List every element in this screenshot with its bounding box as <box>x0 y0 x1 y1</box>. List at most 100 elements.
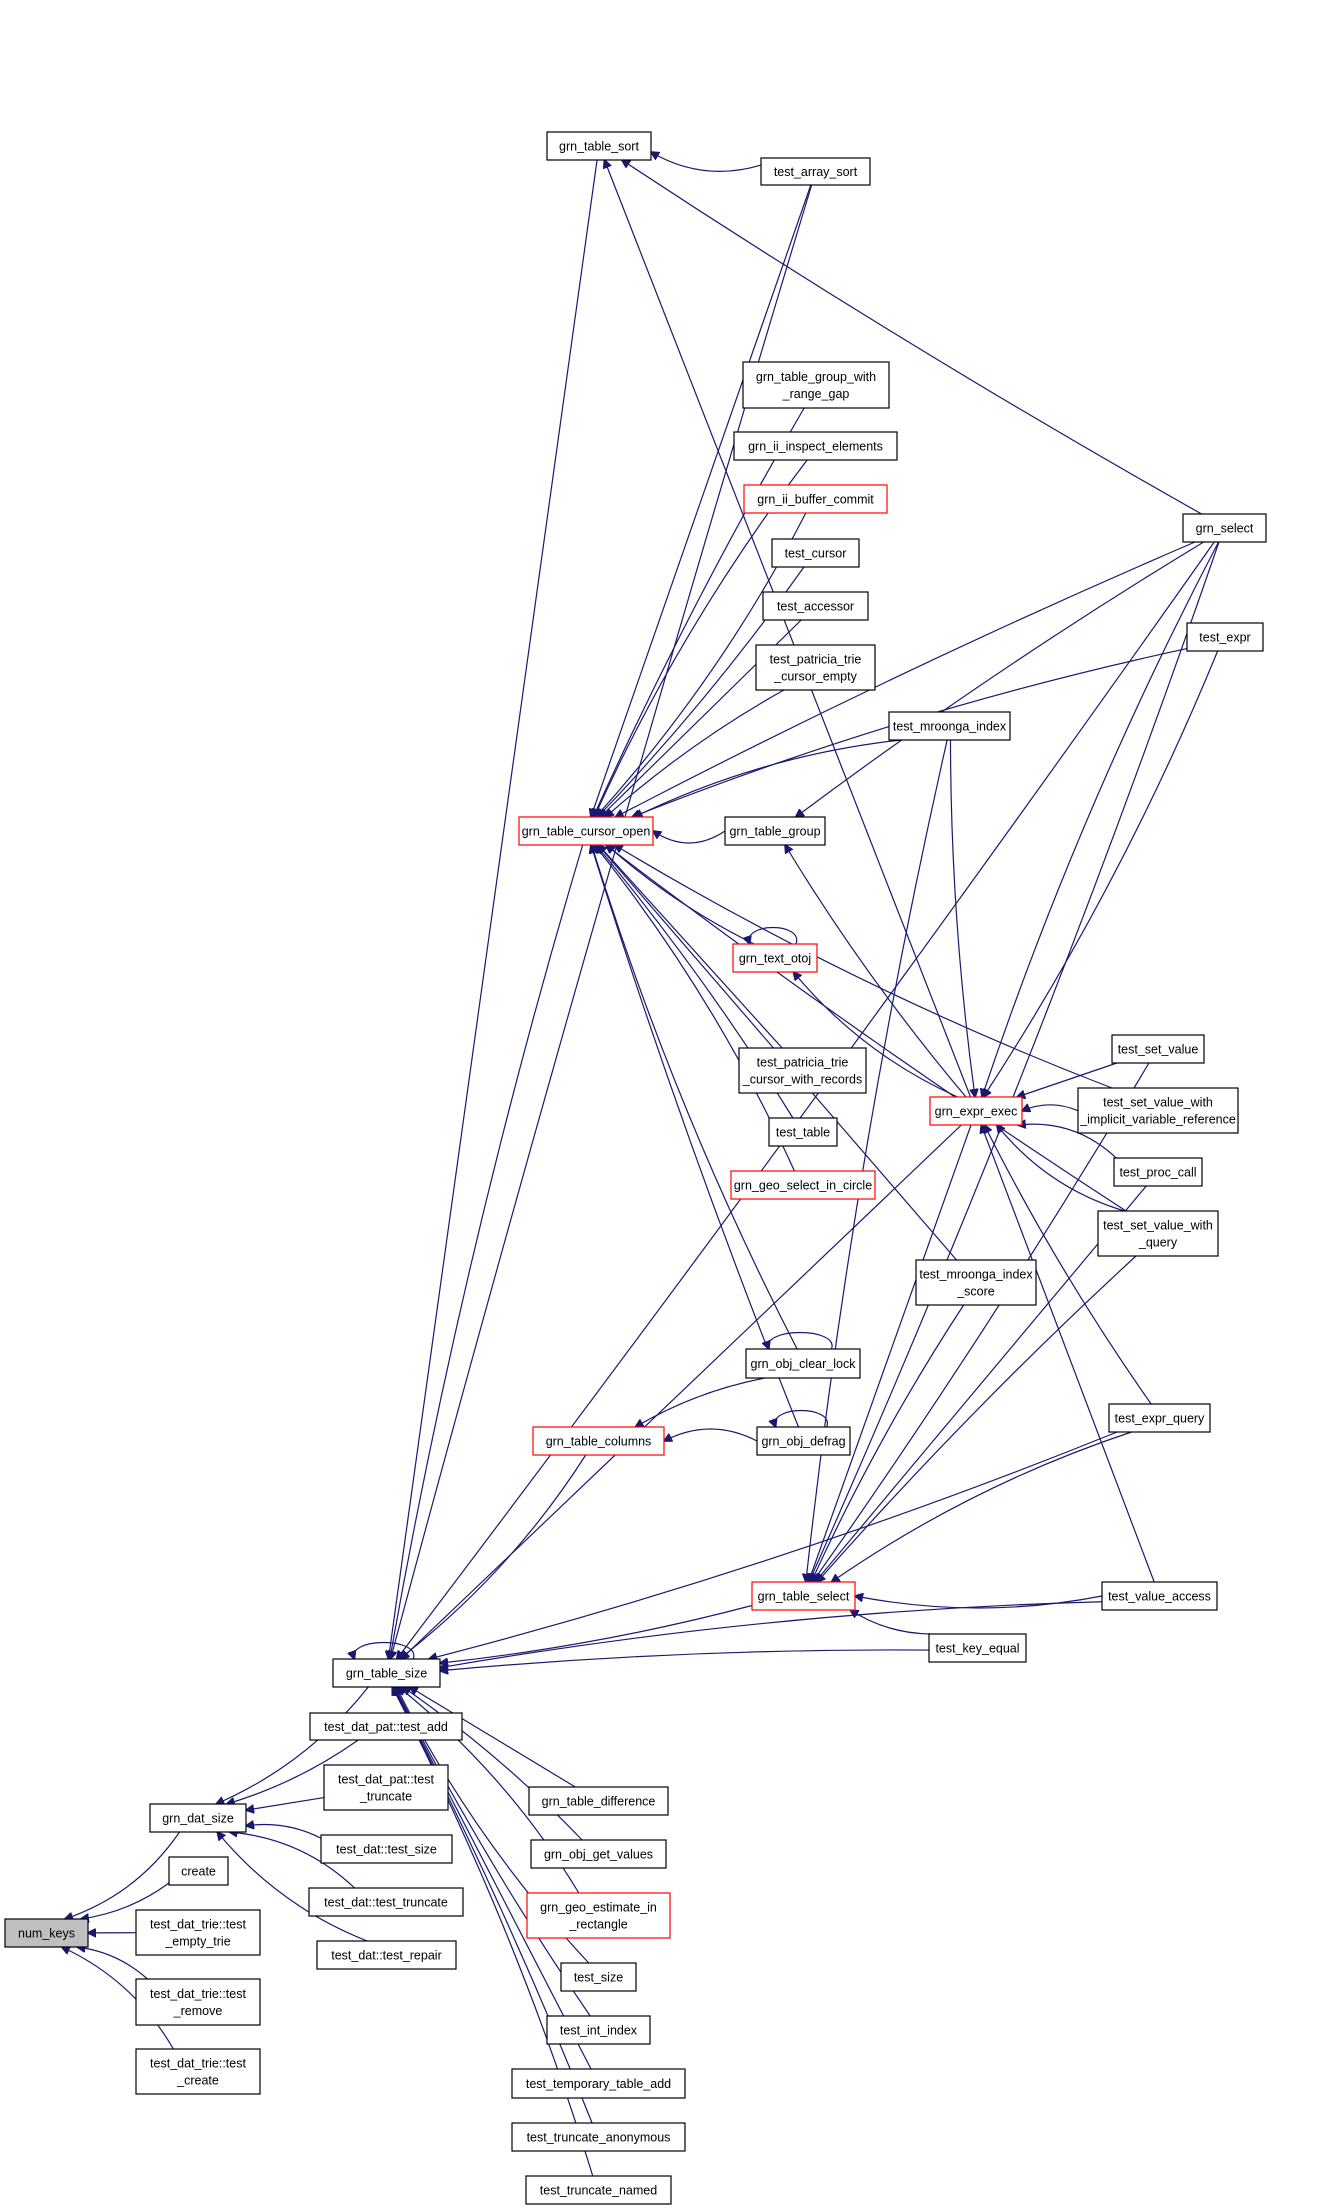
node-test-size[interactable]: test_size <box>560 1962 637 1992</box>
node-test-truncate-named[interactable]: test_truncate_named <box>525 2175 672 2205</box>
node-box[interactable] <box>530 1839 667 1869</box>
node-grn-dat-size[interactable]: grn_dat_size <box>149 1803 247 1833</box>
node-test-set-value-with-implicit[interactable]: test_set_value_with_implicit_variable_re… <box>1077 1087 1239 1134</box>
node-test-dat-pat-truncate[interactable]: test_dat_pat::test_truncate <box>323 1764 449 1811</box>
node-box[interactable] <box>332 1658 441 1688</box>
node-box[interactable] <box>135 1978 261 2026</box>
node-box[interactable] <box>135 2048 261 2095</box>
node-box[interactable] <box>768 1117 838 1147</box>
node-box[interactable] <box>888 711 1011 741</box>
node-grn-table-group[interactable]: grn_table_group <box>724 816 826 846</box>
node-box[interactable] <box>308 1887 464 1917</box>
node-box[interactable] <box>929 1096 1023 1126</box>
node-test-set-value[interactable]: test_set_value <box>1111 1034 1205 1064</box>
node-box[interactable] <box>1101 1581 1218 1611</box>
node-box[interactable] <box>1097 1210 1219 1257</box>
node-test-temporary-table-add[interactable]: test_temporary_table_add <box>511 2068 686 2099</box>
node-box[interactable] <box>771 538 860 568</box>
node-box[interactable] <box>1108 1403 1211 1433</box>
node-box[interactable] <box>742 361 890 409</box>
node-box[interactable] <box>743 484 888 514</box>
node-box[interactable] <box>149 1803 247 1833</box>
node-box[interactable] <box>1186 622 1264 652</box>
node-test-mroonga-index-score[interactable]: test_mroonga_index_score <box>915 1259 1037 1306</box>
node-box[interactable] <box>309 1712 463 1741</box>
node-box[interactable] <box>168 1856 229 1886</box>
node-box[interactable] <box>915 1259 1037 1306</box>
node-test-key-equal[interactable]: test_key_equal <box>928 1633 1027 1663</box>
node-test-dat-trie-remove[interactable]: test_dat_trie::test_remove <box>135 1978 261 2026</box>
node-test-mroonga-index[interactable]: test_mroonga_index <box>888 711 1011 741</box>
node-grn-table-sort[interactable]: grn_table_sort <box>546 131 652 161</box>
node-grn-text-otoj[interactable]: grn_text_otoj <box>732 943 818 973</box>
node-box[interactable] <box>1182 513 1267 543</box>
node-box[interactable] <box>724 816 826 846</box>
node-box[interactable] <box>546 2015 651 2045</box>
node-test-patricia-trie-cursor-empty[interactable]: test_patricia_trie_cursor_empty <box>755 644 876 691</box>
node-grn-ii-inspect-elements[interactable]: grn_ii_inspect_elements <box>733 431 898 461</box>
node-test-value-access[interactable]: test_value_access <box>1101 1581 1218 1611</box>
node-box[interactable] <box>526 1892 671 1939</box>
node-grn-obj-clear-lock[interactable]: grn_obj_clear_lock <box>745 1348 861 1379</box>
node-grn-expr-exec[interactable]: grn_expr_exec <box>929 1096 1023 1126</box>
node-grn-geo-estimate-in-rectangle[interactable]: grn_geo_estimate_in_rectangle <box>526 1892 671 1939</box>
node-box[interactable] <box>762 591 869 621</box>
node-box[interactable] <box>1113 1157 1203 1187</box>
node-test-expr-query[interactable]: test_expr_query <box>1108 1403 1211 1433</box>
node-test-int-index[interactable]: test_int_index <box>546 2015 651 2045</box>
node-box[interactable] <box>751 1581 856 1611</box>
node-grn-table-group-with-range-gap[interactable]: grn_table_group_with_range_gap <box>742 361 890 409</box>
node-test-proc-call[interactable]: test_proc_call <box>1113 1157 1203 1187</box>
node-test-dat-repair[interactable]: test_dat::test_repair <box>316 1940 457 1970</box>
node-box[interactable] <box>760 157 871 186</box>
node-box[interactable] <box>528 1786 669 1816</box>
node-box[interactable] <box>511 2068 686 2099</box>
node-box[interactable] <box>323 1764 449 1811</box>
node-grn-table-size[interactable]: grn_table_size <box>332 1658 441 1688</box>
node-num-keys[interactable]: num_keys <box>4 1918 89 1948</box>
node-grn-obj-defrag[interactable]: grn_obj_defrag <box>756 1426 851 1456</box>
node-box[interactable] <box>755 644 876 691</box>
node-test-dat-trie-empty[interactable]: test_dat_trie::test_empty_trie <box>135 1909 261 1956</box>
node-box[interactable] <box>745 1348 861 1379</box>
node-box[interactable] <box>730 1170 876 1200</box>
node-test-expr[interactable]: test_expr <box>1186 622 1264 652</box>
node-grn-obj-get-values[interactable]: grn_obj_get_values <box>530 1839 667 1869</box>
node-grn-ii-buffer-commit[interactable]: grn_ii_buffer_commit <box>743 484 888 514</box>
node-box[interactable] <box>733 431 898 461</box>
node-box[interactable] <box>738 1047 867 1094</box>
node-box[interactable] <box>1077 1087 1239 1134</box>
node-box[interactable] <box>525 2175 672 2205</box>
node-box[interactable] <box>4 1918 89 1948</box>
node-box[interactable] <box>560 1962 637 1992</box>
node-box[interactable] <box>532 1426 665 1456</box>
node-grn-select[interactable]: grn_select <box>1182 513 1267 543</box>
node-test-dat-truncate[interactable]: test_dat::test_truncate <box>308 1887 464 1917</box>
node-box[interactable] <box>546 131 652 161</box>
node-test-accessor[interactable]: test_accessor <box>762 591 869 621</box>
node-box[interactable] <box>320 1834 453 1864</box>
node-test-array-sort[interactable]: test_array_sort <box>760 157 871 186</box>
node-box[interactable] <box>518 816 654 846</box>
node-box[interactable] <box>756 1426 851 1456</box>
node-box[interactable] <box>511 2122 686 2152</box>
node-test-dat-pat-add[interactable]: test_dat_pat::test_add <box>309 1712 463 1741</box>
node-box[interactable] <box>1111 1034 1205 1064</box>
node-test-table[interactable]: test_table <box>768 1117 838 1147</box>
node-test-set-value-with-query[interactable]: test_set_value_with_query <box>1097 1210 1219 1257</box>
node-create[interactable]: create <box>168 1856 229 1886</box>
node-grn-table-columns[interactable]: grn_table_columns <box>532 1426 665 1456</box>
node-test-cursor[interactable]: test_cursor <box>771 538 860 568</box>
node-box[interactable] <box>928 1633 1027 1663</box>
node-grn-geo-select-in-circle[interactable]: grn_geo_select_in_circle <box>730 1170 876 1200</box>
node-box[interactable] <box>135 1909 261 1956</box>
node-test-dat-size[interactable]: test_dat::test_size <box>320 1834 453 1864</box>
node-grn-table-select[interactable]: grn_table_select <box>751 1581 856 1611</box>
node-test-truncate-anonymous[interactable]: test_truncate_anonymous <box>511 2122 686 2152</box>
node-box[interactable] <box>316 1940 457 1970</box>
node-box[interactable] <box>732 943 818 973</box>
node-test-dat-trie-create[interactable]: test_dat_trie::test_create <box>135 2048 261 2095</box>
node-grn-table-cursor-open[interactable]: grn_table_cursor_open <box>518 816 654 846</box>
node-grn-table-difference[interactable]: grn_table_difference <box>528 1786 669 1816</box>
node-test-patricia-trie-cursor-with-records[interactable]: test_patricia_trie_cursor_with_records <box>738 1047 867 1094</box>
